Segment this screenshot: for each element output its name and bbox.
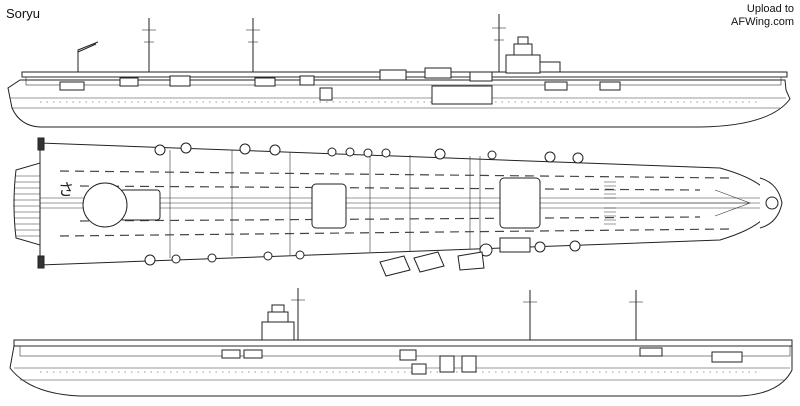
starboard-gun-mounts: [59, 67, 621, 105]
bow-arrow-marking: [640, 189, 751, 217]
hull-emblem: さ: [58, 181, 74, 199]
plan-view: さ: [13, 137, 783, 277]
port-island: [261, 304, 295, 341]
starboard-masts: [142, 14, 506, 72]
island-plan: [499, 237, 531, 253]
stern-antenna-bottom: [37, 255, 45, 269]
starboard-profile-view: [7, 14, 791, 128]
bow-anchor: [765, 196, 779, 210]
starboard-crane: [77, 41, 99, 72]
stern-antenna-top: [37, 137, 45, 151]
upload-credit: Upload to AFWing.com: [731, 3, 794, 29]
port-masts: [291, 288, 643, 340]
bow-barrier-lines: [604, 181, 616, 225]
port-gun-mounts: [221, 347, 743, 375]
deck-elevators: [119, 177, 541, 229]
starboard-island: [505, 36, 561, 74]
port-flight-deck: [13, 339, 793, 347]
sponsons-top: [154, 142, 584, 164]
deck-transverse-lines: [169, 150, 481, 258]
sponsons-bottom: [144, 240, 581, 266]
credit-line-1: Upload to: [746, 3, 794, 15]
credit-line-2: AFWing.com: [731, 16, 794, 28]
boats-plan: [379, 251, 485, 277]
port-profile-view: [9, 288, 793, 397]
deck-circle-marking: [82, 182, 128, 228]
starboard-hull: [7, 79, 791, 128]
port-hull: [9, 345, 793, 397]
drawing-title: Soryu: [6, 6, 40, 21]
deck-dashed-markings: [59, 170, 731, 237]
stern-fantail: [13, 137, 45, 269]
